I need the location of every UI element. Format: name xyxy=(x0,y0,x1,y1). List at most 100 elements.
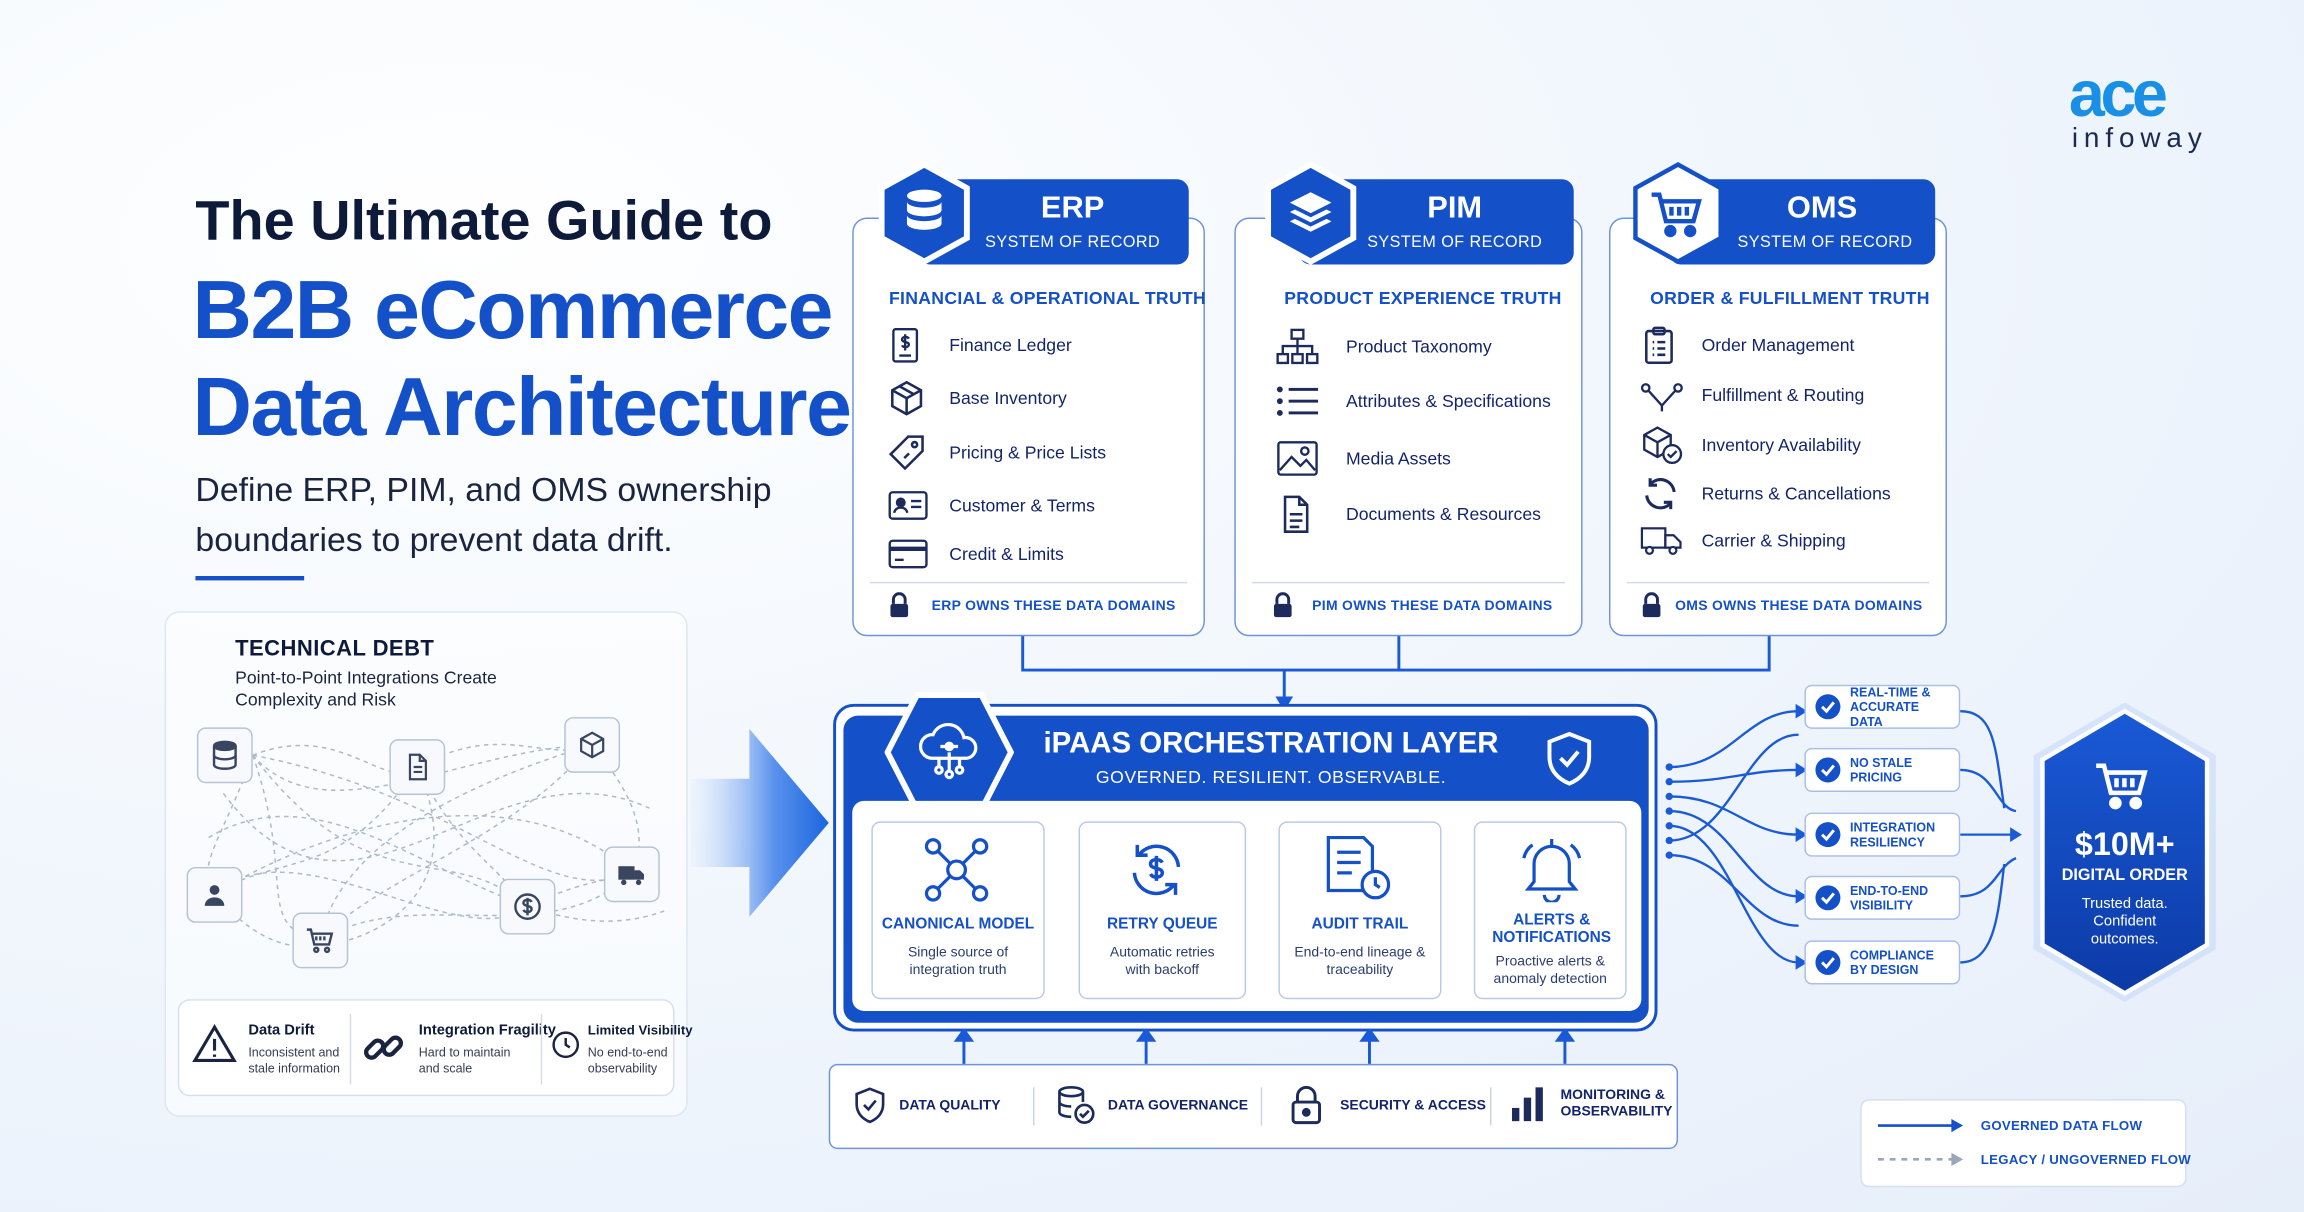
erp-name: ERP xyxy=(1040,191,1105,225)
erp-item-label: Base Inventory xyxy=(949,387,1067,409)
cart-icon xyxy=(292,912,349,969)
chain-icon xyxy=(360,1024,407,1078)
foundation-label: MONITORING & OBSERVABILITY xyxy=(1560,1087,1673,1120)
headline-line-3: Data Architecture xyxy=(192,360,851,453)
pim-ownership: PIM OWNS THESE DATA DOMAINS xyxy=(1271,592,1552,618)
outcome-item: INTEGRATION RESILIENCY xyxy=(1804,812,1961,857)
oms-item: Returns & Cancellations xyxy=(1640,475,1891,513)
oms-item: Carrier & Shipping xyxy=(1640,522,1846,560)
foundation-label: DATA QUALITY xyxy=(899,1096,1001,1114)
foundation-arrows xyxy=(953,1028,1576,1064)
check-circle-icon xyxy=(1815,949,1841,975)
module-alerts xyxy=(1473,821,1627,1000)
retry-dollar-icon xyxy=(1124,838,1189,910)
lock-icon xyxy=(888,592,912,618)
oms-item: Inventory Availability xyxy=(1640,426,1862,465)
outcome-flows xyxy=(1665,703,2022,970)
legend xyxy=(1860,1099,2187,1188)
outcome-label: COMPLIANCE BY DESIGN xyxy=(1849,947,1934,978)
technical-debt-subtitle: Point-to-Point Integrations Create Compl… xyxy=(235,667,497,710)
document-icon xyxy=(389,739,446,795)
clock-icon xyxy=(550,1029,582,1069)
issue-title: Limited Visibility xyxy=(587,1022,693,1038)
dollar-icon xyxy=(499,878,556,935)
route-icon xyxy=(1640,376,1684,414)
legend-governed: GOVERNED DATA FLOW xyxy=(1980,1118,2143,1133)
oms-item-label: Order Management xyxy=(1701,335,1855,356)
lock-icon xyxy=(1290,1084,1322,1125)
ledger-icon xyxy=(888,326,932,364)
audit-icon xyxy=(1322,835,1393,910)
module-title: RETRY QUEUE xyxy=(1106,915,1218,934)
clipboard-icon xyxy=(1640,326,1684,364)
erp-item-label: Finance Ledger xyxy=(949,335,1072,356)
brand-logo: ace xyxy=(2068,58,2168,131)
erp-item: Credit & Limits xyxy=(888,535,1064,573)
erp-truth: FINANCIAL & OPERATIONAL TRUTH xyxy=(888,288,1207,309)
module-title: CANONICAL MODEL xyxy=(881,915,1035,934)
erp-card xyxy=(852,217,1205,637)
pim-item: Product Taxonomy xyxy=(1275,328,1492,366)
erp-role: SYSTEM OF RECORD xyxy=(985,233,1161,252)
outcome-label: END-TO-END VISIBILITY xyxy=(1849,883,1929,913)
pim-item: Attributes & Specifications xyxy=(1275,382,1551,420)
pim-item-label: Attributes & Specifications xyxy=(1345,390,1551,412)
credit-card-icon xyxy=(888,535,932,573)
tag-icon xyxy=(888,433,932,471)
oms-item: Fulfillment & Routing xyxy=(1640,376,1864,414)
pim-item-label: Media Assets xyxy=(1345,448,1451,469)
transition-arrow xyxy=(690,728,829,917)
oms-card xyxy=(1608,217,1947,637)
network-icon xyxy=(921,835,992,913)
shield-check-icon xyxy=(1543,729,1596,795)
oms-ownership: OMS OWNS THESE DATA DOMAINS xyxy=(1640,592,1923,618)
id-card-icon xyxy=(888,486,932,524)
cart-icon xyxy=(2094,758,2153,821)
module-desc: Automatic retries with backoff xyxy=(1109,944,1215,979)
truck-icon xyxy=(1640,522,1684,560)
erp-item: Pricing & Price Lists xyxy=(888,433,1106,471)
erp-item-label: Credit & Limits xyxy=(949,543,1064,565)
refresh-icon xyxy=(1640,475,1684,513)
title-underline xyxy=(195,576,305,581)
technical-debt-issues xyxy=(177,999,675,1097)
erp-item-label: Customer & Terms xyxy=(949,495,1095,516)
legend-legacy: LEGACY / UNGOVERNED FLOW xyxy=(1980,1152,2192,1167)
outcome-item: COMPLIANCE BY DESIGN xyxy=(1804,940,1961,985)
issue-title: Integration Fragility xyxy=(418,1022,556,1039)
result-hex xyxy=(2033,702,2216,1003)
headline-line-1: The Ultimate Guide to xyxy=(195,191,773,253)
divider xyxy=(540,1013,543,1085)
divider xyxy=(1032,1087,1035,1126)
oms-item-label: Fulfillment & Routing xyxy=(1701,384,1865,406)
bell-icon xyxy=(1519,835,1584,910)
result-label: DIGITAL ORDER xyxy=(2061,866,2188,885)
pim-role: SYSTEM OF RECORD xyxy=(1367,233,1543,252)
foundation-label: DATA GOVERNANCE xyxy=(1107,1096,1249,1114)
truck-icon xyxy=(603,846,660,903)
oms-item-label: Inventory Availability xyxy=(1701,434,1862,456)
pim-item: Media Assets xyxy=(1275,439,1451,477)
divider xyxy=(1626,581,1930,584)
pim-name: PIM xyxy=(1427,191,1483,225)
database-check-icon xyxy=(1055,1084,1096,1125)
erp-ownership: ERP OWNS THESE DATA DOMAINS xyxy=(888,592,1176,618)
box-icon xyxy=(564,717,621,773)
module-retry-queue xyxy=(1078,821,1247,1000)
outcome-item: END-TO-END VISIBILITY xyxy=(1804,875,1961,920)
pim-truth: PRODUCT EXPERIENCE TRUTH xyxy=(1284,288,1562,309)
outcome-label: INTEGRATION RESILIENCY xyxy=(1849,819,1936,850)
outcome-label: NO STALE PRICING xyxy=(1849,755,1913,785)
pim-item-label: Product Taxonomy xyxy=(1345,336,1492,358)
foundation-security: SECURITY & ACCESS xyxy=(1290,1084,1486,1125)
lock-icon xyxy=(1640,592,1664,618)
erp-ownership-label: ERP OWNS THESE DATA DOMAINS xyxy=(931,597,1176,614)
divider xyxy=(1251,581,1565,584)
check-circle-icon xyxy=(1815,694,1841,720)
divider xyxy=(1260,1087,1263,1126)
hierarchy-icon xyxy=(1275,328,1319,366)
oms-role: SYSTEM OF RECORD xyxy=(1737,233,1913,252)
oms-name: OMS xyxy=(1786,191,1858,225)
foundation-data-quality: DATA QUALITY xyxy=(852,1084,1001,1125)
divider xyxy=(349,1013,352,1085)
